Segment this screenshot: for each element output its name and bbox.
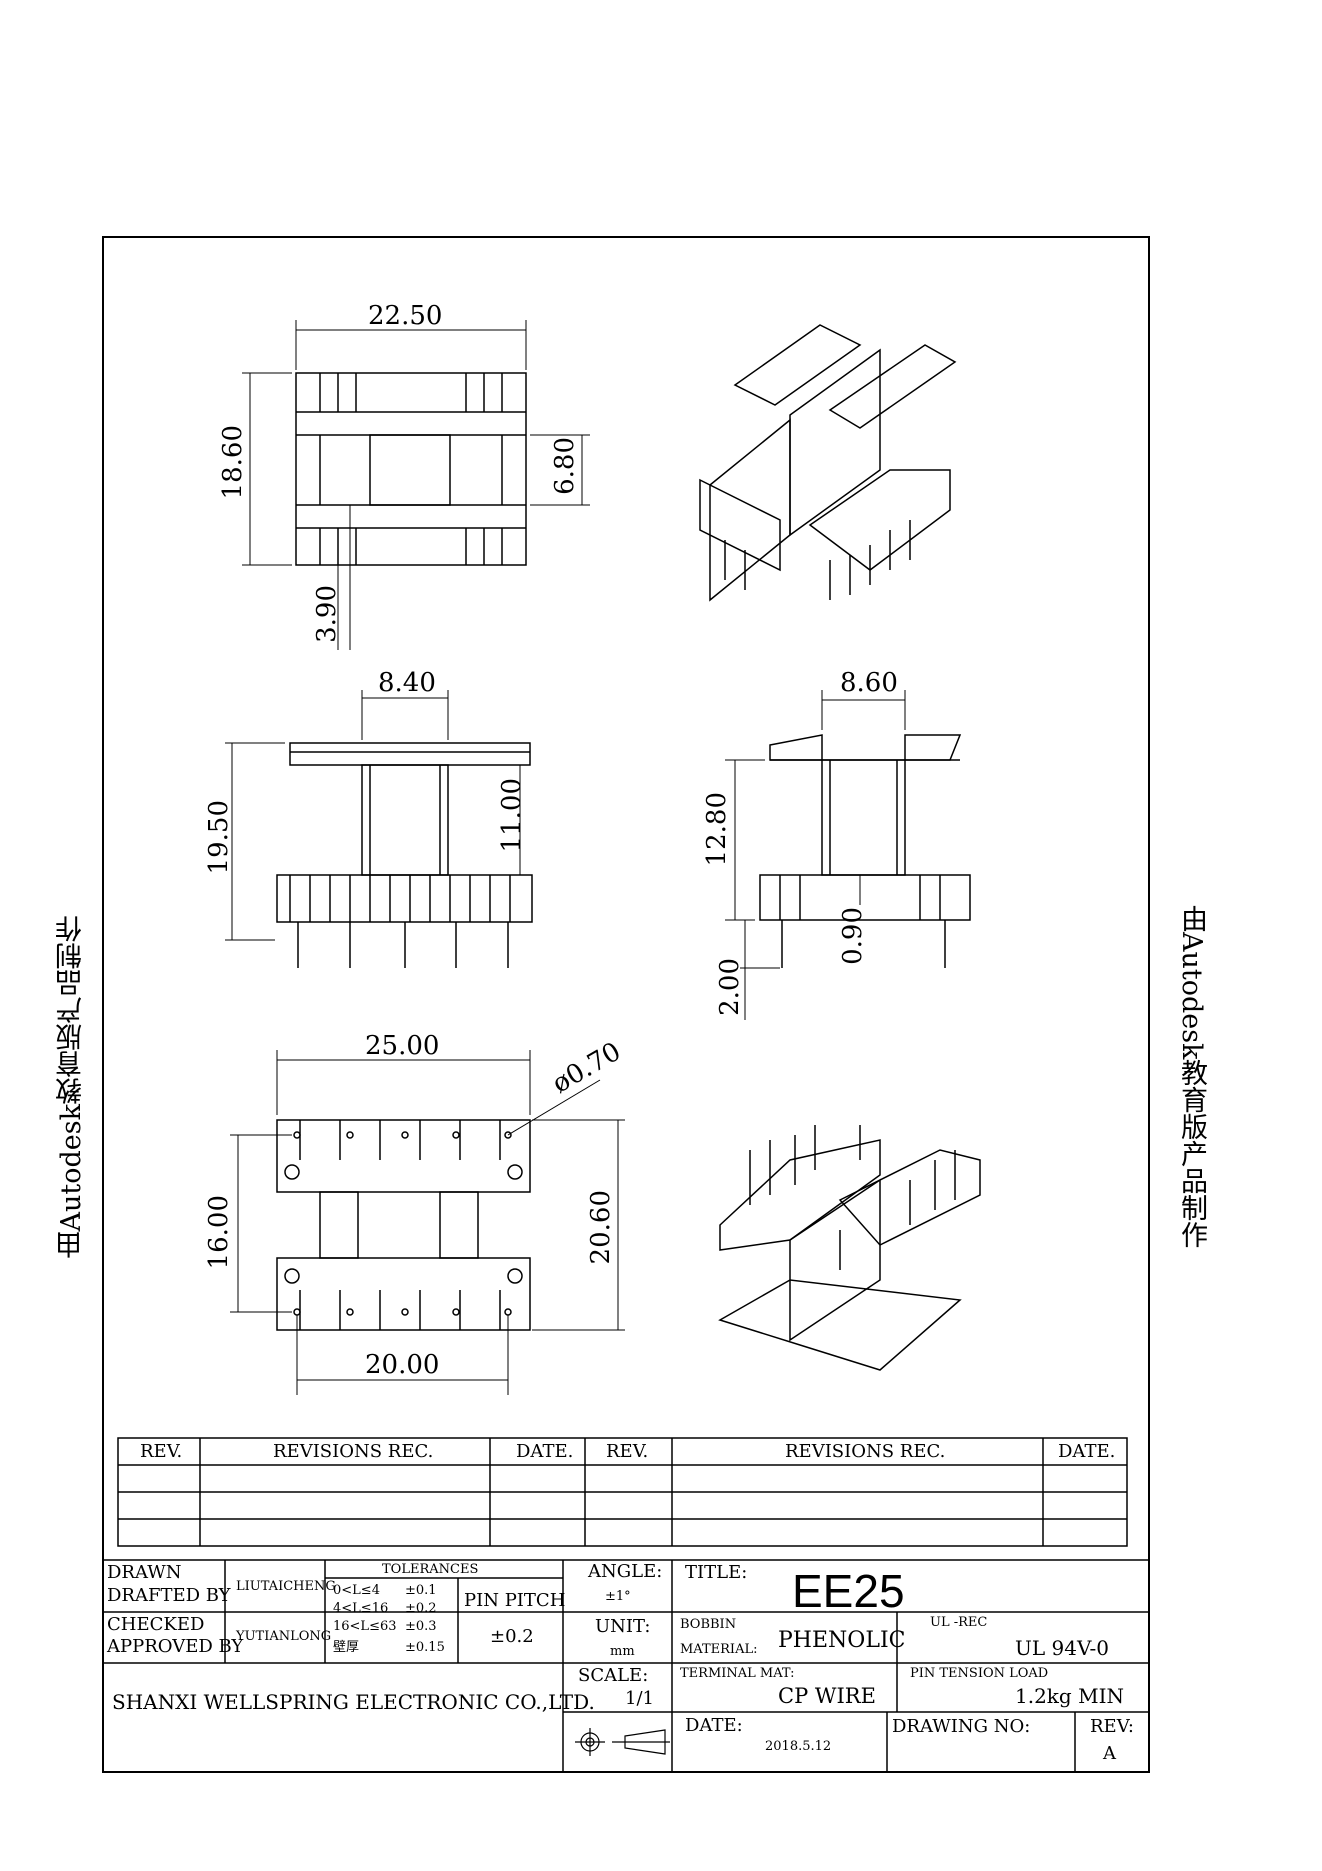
dim-top-flange: 3.90: [312, 585, 342, 643]
approver-name: YUTIANLONG: [236, 1629, 332, 1644]
pin-tension-label: PIN TENSION LOAD: [910, 1666, 1049, 1681]
side-view-outline: [759, 734, 971, 968]
tol-range-4: 壁厚: [333, 1640, 360, 1655]
side-note-right: 由Autodesk教育版产品制作: [1176, 905, 1207, 1249]
top-view-outline: [295, 372, 527, 566]
iso-view-bottom: [718, 1125, 981, 1371]
rev-label: REV:: [1090, 1716, 1134, 1737]
ul-rec-label: UL -REC: [930, 1615, 988, 1630]
front-view-outline: [276, 742, 533, 968]
title-block-lines: [103, 1559, 1149, 1772]
dim-bottom-width: 25.00: [365, 1031, 440, 1061]
terminal-mat-value: CP WIRE: [778, 1684, 876, 1708]
projection-symbol: [575, 1728, 670, 1756]
drawn-label: DRAWN: [107, 1562, 182, 1583]
dim-bottom-height: 20.60: [586, 1190, 616, 1265]
date-value: 2018.5.12: [765, 1739, 832, 1754]
dim-bottom-pin-span: 16.00: [204, 1195, 234, 1270]
tol-value-3: ±0.3: [405, 1619, 437, 1634]
dim-top-width: 22.50: [368, 301, 443, 331]
date-label: DATE:: [685, 1715, 743, 1736]
drafted-by-label: DRAFTED BY: [107, 1585, 231, 1606]
rev-header-2: REV.: [606, 1441, 649, 1462]
rev-header-1: REV.: [140, 1441, 183, 1462]
bottom-view-dimension-lines: [230, 1050, 625, 1395]
title-value: EE25: [792, 1565, 905, 1617]
tol-range-3: 16<L≤63: [333, 1619, 397, 1634]
rev-rec-header-1: REVISIONS REC.: [273, 1441, 434, 1462]
bottom-view-outline: [276, 1119, 531, 1331]
rev-rec-header-2: REVISIONS REC.: [785, 1441, 946, 1462]
dim-side-height: 12.80: [702, 792, 732, 867]
tol-range-2: 4<L≤16: [333, 1601, 389, 1616]
drawing-border: [102, 236, 1150, 1773]
scale-value: 1/1: [625, 1688, 654, 1709]
terminal-mat-label: TERMINAL MAT:: [680, 1666, 795, 1681]
dim-top-core: 6.80: [550, 437, 580, 495]
tol-value-2: ±0.2: [405, 1601, 437, 1616]
dim-front-core-height: 11.00: [497, 778, 527, 853]
dim-front-core-width: 8.40: [378, 668, 436, 698]
side-view-dimension-lines: [725, 690, 906, 1020]
side-note-left: 由Autodesk教育版产品制作: [56, 915, 87, 1259]
company-name: SHANXI WELLSPRING ELECTRONIC CO.,LTD.: [112, 1690, 595, 1714]
top-view-dimension-lines: [242, 320, 590, 650]
dim-bottom-pitch: 20.00: [365, 1350, 440, 1380]
tolerances-label: TOLERANCES: [382, 1562, 479, 1577]
revision-table-lines: [117, 1437, 1128, 1547]
tol-value-4: ±0.15: [405, 1640, 445, 1655]
rev-value: A: [1103, 1743, 1116, 1764]
date-header-2: DATE.: [1058, 1441, 1116, 1462]
pin-tension-value: 1.2kg MIN: [1015, 1684, 1124, 1708]
angle-label: ANGLE:: [588, 1561, 663, 1582]
unit-value: mm: [610, 1644, 635, 1659]
front-view-dimension-lines: [225, 690, 525, 941]
dim-front-height: 19.50: [204, 800, 234, 875]
iso-view-top: [699, 324, 957, 602]
tol-range-1: 0<L≤4: [333, 1583, 380, 1598]
title-label: TITLE:: [685, 1562, 748, 1583]
dim-side-pin: 2.00: [715, 958, 745, 1016]
dim-top-height: 18.60: [218, 425, 248, 500]
angle-value: ±1°: [605, 1589, 631, 1604]
ul-value: UL 94V-0: [1015, 1636, 1110, 1660]
material-value: PHENOLIC: [778, 1628, 906, 1653]
scale-label: SCALE:: [578, 1665, 649, 1686]
tol-value-1: ±0.1: [405, 1583, 437, 1598]
drafter-name: LIUTAICHENG: [236, 1579, 336, 1594]
material-label: MATERIAL:: [680, 1642, 758, 1657]
drawing-no-label: DRAWING NO:: [892, 1716, 1031, 1737]
pin-pitch-label: PIN PITCH: [464, 1590, 566, 1611]
unit-label: UNIT:: [595, 1616, 651, 1637]
checked-label: CHECKED: [107, 1614, 205, 1635]
bobbin-label: BOBBIN: [680, 1617, 737, 1632]
dim-side-base: 0.90: [838, 907, 868, 965]
pin-pitch-value: ±0.2: [490, 1626, 534, 1647]
dim-side-core-width: 8.60: [840, 668, 898, 698]
date-header-1: DATE.: [516, 1441, 574, 1462]
approved-by-label: APPROVED BY: [107, 1636, 244, 1657]
